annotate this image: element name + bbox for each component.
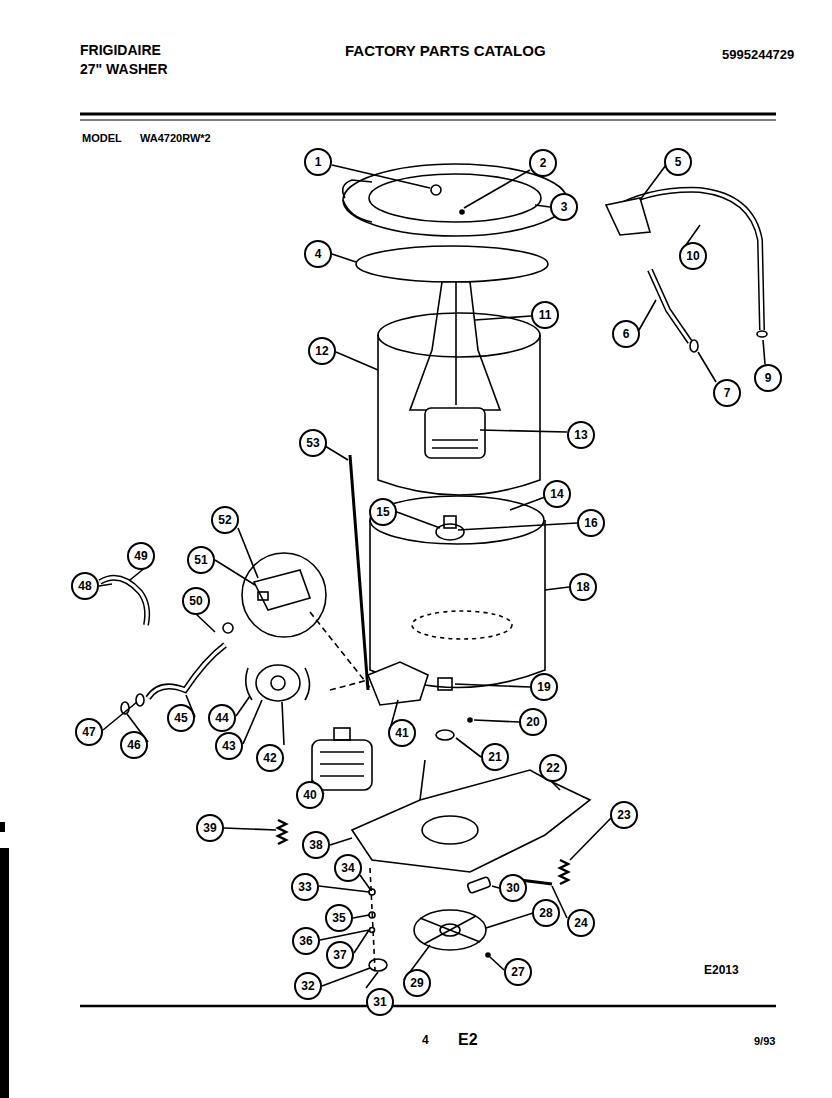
callout-number: 3 (550, 193, 578, 221)
callout-number: 4 (304, 240, 332, 268)
callout-number: 28 (532, 899, 560, 927)
callout-number: 20 (519, 708, 547, 736)
callout-number: 45 (167, 704, 195, 732)
callout-number: 29 (403, 969, 431, 997)
callout-number: 51 (187, 546, 215, 574)
header-text: 5995244729 (722, 48, 794, 61)
callout-number: 49 (127, 542, 155, 570)
header-text: 4 (422, 1034, 429, 1046)
callout-number: 44 (208, 704, 236, 732)
callout-number: 27 (504, 958, 532, 986)
callout-number: 37 (326, 941, 354, 969)
callout-number: 14 (543, 480, 571, 508)
callout-number: 15 (369, 498, 397, 526)
catalog-title: FACTORY PARTS CATALOG (345, 43, 546, 58)
callout-number: 39 (196, 814, 224, 842)
callout-number: 46 (120, 731, 148, 759)
callout-number: 33 (291, 873, 319, 901)
callout-number: 18 (569, 573, 597, 601)
callout-number: 47 (75, 718, 103, 746)
callout-number: 7 (713, 379, 741, 407)
header-text: E2 (458, 1032, 478, 1048)
callout-number: 38 (302, 831, 330, 859)
callout-number: 22 (539, 754, 567, 782)
callout-number: 48 (71, 572, 99, 600)
callout-number: 35 (325, 904, 353, 932)
callout-number: 41 (388, 719, 416, 747)
callout-number: 23 (610, 801, 638, 829)
callout-number: 42 (256, 744, 284, 772)
callout-number: 50 (182, 587, 210, 615)
header-text: 27" WASHER (80, 62, 168, 76)
callout-number: 21 (481, 743, 509, 771)
callout-number: 16 (577, 509, 605, 537)
callout-number: 52 (211, 506, 239, 534)
callout-number: 40 (296, 781, 324, 809)
header-text: 9/93 (754, 1036, 775, 1047)
callout-number: 12 (308, 337, 336, 365)
callout-number: 30 (499, 874, 527, 902)
callout-number: 53 (299, 429, 327, 457)
callout-number: 34 (334, 854, 362, 882)
header-text: FRIGIDAIRE (80, 43, 161, 57)
callout-number: 10 (679, 242, 707, 270)
header-text: E2013 (704, 964, 739, 976)
callout-number: 19 (530, 673, 558, 701)
callout-number: 5 (664, 148, 692, 176)
callout-number: 31 (366, 988, 394, 1016)
callout-number: 9 (754, 364, 782, 392)
callout-number: 24 (567, 909, 595, 937)
callout-number: 2 (529, 149, 557, 177)
callout-number: 1 (304, 148, 332, 176)
callout-number: 6 (612, 320, 640, 348)
callout-number: 32 (294, 972, 322, 1000)
callout-number: 13 (567, 421, 595, 449)
header-text: WA4720RW*2 (140, 133, 211, 144)
callout-number: 11 (531, 301, 559, 329)
header-text: MODEL (82, 133, 122, 144)
callout-number: 36 (292, 927, 320, 955)
callout-number: 43 (215, 732, 243, 760)
